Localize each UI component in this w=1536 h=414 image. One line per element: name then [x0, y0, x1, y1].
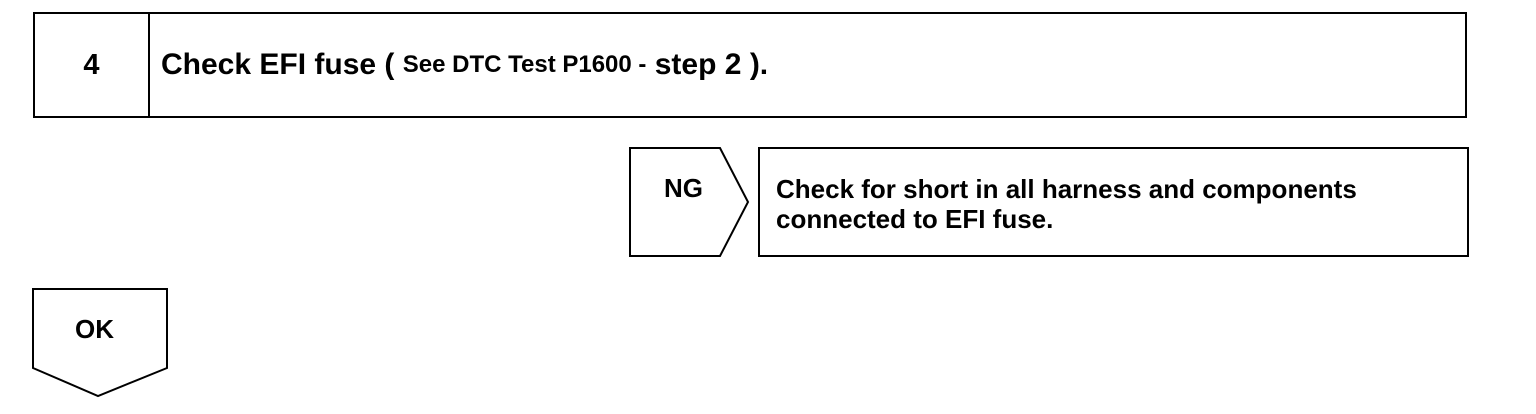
ng-action-line-1: Check for short in all harness and compo…: [776, 174, 1357, 204]
step-title-closing: ).: [749, 48, 769, 81]
step-reference: See DTC Test P1600 -: [402, 51, 647, 78]
ok-arrow-shape: [32, 288, 168, 398]
step-number: 4: [35, 14, 150, 116]
ng-action-line-2: connected to EFI fuse.: [776, 204, 1054, 234]
ok-label: OK: [75, 314, 114, 344]
step-title-main: Check EFI fuse (: [161, 48, 395, 81]
ng-action-box: Check for short in all harness and compo…: [758, 147, 1469, 257]
step-box: 4 Check EFI fuse ( See DTC Test P1600 - …: [33, 12, 1467, 118]
ng-arrow-shape: [629, 147, 750, 257]
ok-arrow-box: OK: [32, 288, 170, 398]
ng-label: NG: [664, 173, 703, 203]
step-reference-step: step 2: [654, 48, 742, 81]
ng-arrow-box: NG: [629, 147, 751, 257]
step-title: Check EFI fuse ( See DTC Test P1600 - st…: [161, 14, 768, 116]
